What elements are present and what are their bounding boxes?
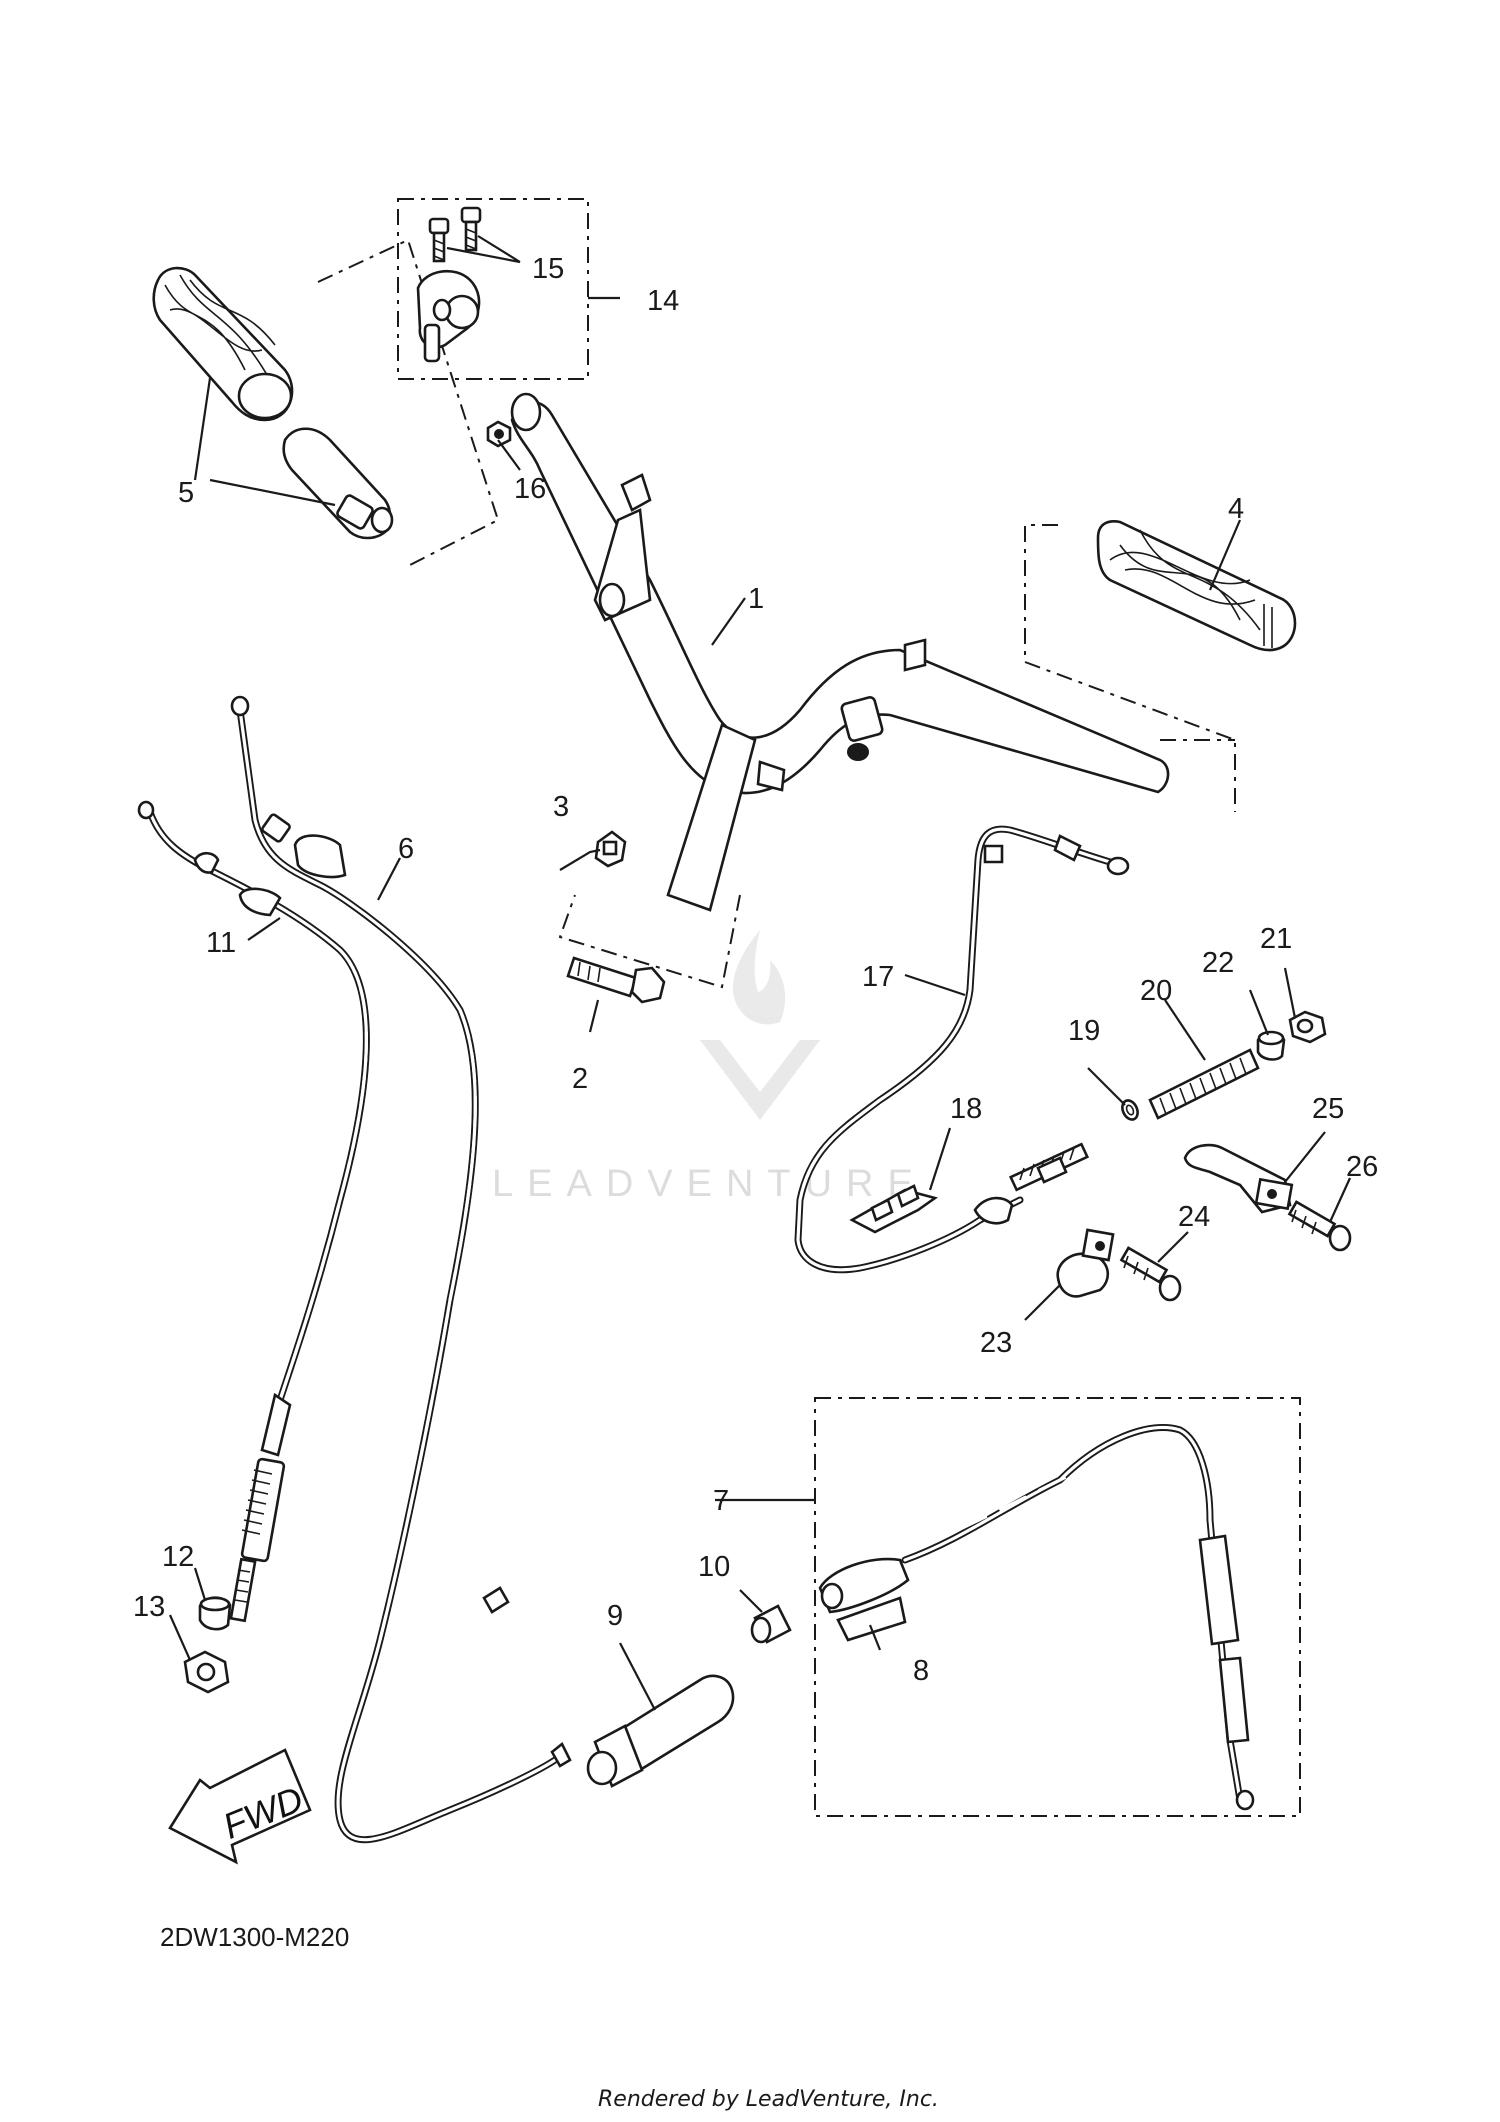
fwd-arrow: FWD [168, 1748, 312, 1865]
callout-15: 15 [532, 253, 564, 285]
diagram-code: 2DW1300-M220 [160, 1922, 349, 1952]
callout-23: 23 [980, 1327, 1012, 1359]
grip-left-assembly [152, 266, 394, 540]
group-box-2 [558, 894, 741, 989]
group-box-7 [814, 1397, 1301, 1817]
clamp-23 [1056, 1228, 1115, 1298]
lever-set-14 [416, 269, 481, 363]
callout-25: 25 [1312, 1093, 1344, 1125]
cable-7 [901, 1423, 1255, 1811]
group-box-5 [317, 238, 500, 566]
holder-8 [818, 1557, 910, 1642]
nut-21 [1288, 1010, 1327, 1044]
watermark: LEADVENTURE [492, 930, 927, 1205]
callout-21: 21 [1260, 923, 1292, 955]
callout-22: 22 [1202, 947, 1234, 979]
nut-13 [183, 1650, 230, 1694]
callout-10: 10 [698, 1551, 730, 1583]
callout-17: 17 [862, 961, 894, 993]
watermark-text: LEADVENTURE [492, 1163, 927, 1205]
collar-22 [1256, 1030, 1286, 1061]
grip-right [1096, 520, 1297, 652]
callout-3: 3 [553, 791, 569, 823]
screws-15 [428, 206, 482, 263]
cable-11 [137, 800, 370, 1623]
rendered-by: Rendered by LeadVenture, Inc. [598, 2087, 939, 2112]
cable-6 [230, 695, 572, 1844]
callout-18: 18 [950, 1093, 982, 1125]
callout-5: 5 [178, 477, 194, 509]
callout-11: 11 [206, 927, 236, 959]
callout-19: 19 [1068, 1015, 1100, 1047]
callout-24: 24 [1178, 1201, 1210, 1233]
callout-4: 4 [1228, 493, 1244, 525]
bushing-10 [750, 1604, 792, 1644]
bracket-25 [1183, 1143, 1294, 1214]
callout-13: 13 [133, 1591, 165, 1623]
callout-7: 7 [713, 1485, 729, 1517]
callout-8: 8 [913, 1655, 929, 1687]
callout-12: 12 [162, 1541, 194, 1573]
callout-16: 16 [514, 473, 546, 505]
callouts: 1 2 3 4 5 6 7 8 9 10 11 12 13 14 15 16 1… [133, 253, 1378, 1687]
clamp-3 [594, 830, 627, 868]
callout-20: 20 [1140, 975, 1172, 1007]
group-box-4 [1024, 524, 1236, 812]
washer-19 [1121, 1099, 1139, 1121]
callout-26: 26 [1346, 1151, 1378, 1183]
collar-12 [198, 1596, 232, 1631]
bolt-26 [1287, 1200, 1352, 1252]
watermark-logo [700, 930, 820, 1120]
nut-16 [486, 420, 512, 448]
callout-14: 14 [647, 285, 679, 317]
callout-1: 1 [748, 583, 764, 615]
clip-18 [849, 1184, 939, 1234]
bolt-2 [566, 956, 666, 1004]
spring-20 [1148, 1048, 1260, 1120]
handlebar [510, 392, 1170, 912]
callout-6: 6 [398, 833, 414, 865]
callout-2: 2 [572, 1063, 588, 1095]
group-box-14 [397, 198, 589, 380]
callout-9: 9 [607, 1600, 623, 1632]
bolt-24 [1119, 1246, 1182, 1302]
leader-lines [168, 235, 1352, 1711]
cable-17 [794, 825, 1130, 1274]
sleeve-9 [586, 1674, 735, 1788]
